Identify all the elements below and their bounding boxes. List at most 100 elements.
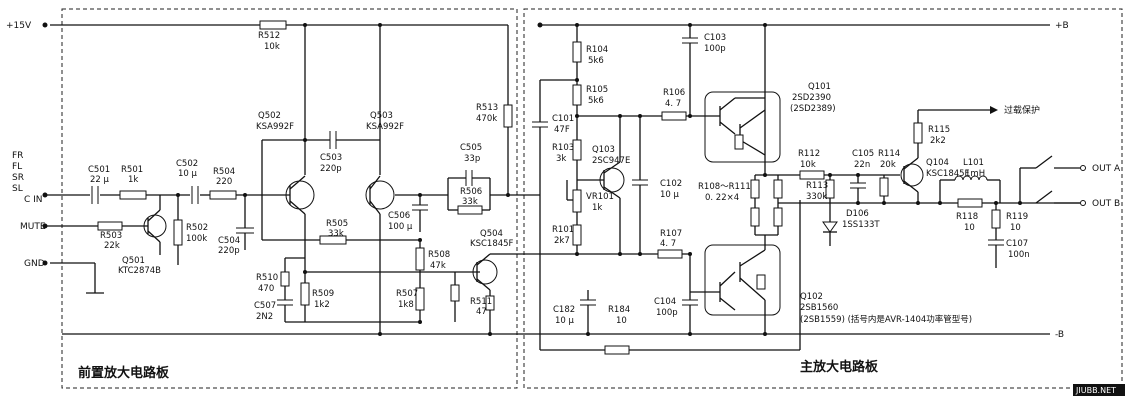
svg-text:470: 470 xyxy=(258,284,274,294)
c-in-label: C IN xyxy=(24,195,43,205)
svg-text:22k: 22k xyxy=(104,241,120,251)
c105-capacitor: C105 22n xyxy=(850,149,874,203)
svg-text:10 μ: 10 μ xyxy=(178,169,198,179)
c101-capacitor: C101 47F xyxy=(532,79,577,350)
svg-text:(2SB1559) (括号内是AVR-1404功率管型号): (2SB1559) (括号内是AVR-1404功率管型号) xyxy=(800,314,972,325)
svg-text:20k: 20k xyxy=(880,160,896,170)
svg-text:KSA992F: KSA992F xyxy=(366,122,404,132)
r115-resistor: R115 2k2 xyxy=(913,110,950,158)
r104-r105-chain: R104 5k6 R105 5k6 xyxy=(572,25,608,140)
svg-text:+B: +B xyxy=(1055,21,1069,31)
svg-text:5k6: 5k6 xyxy=(588,56,604,66)
r511-resistor: R511 47 xyxy=(470,295,495,334)
svg-text:MUTE: MUTE xyxy=(20,222,46,232)
svg-text:33k: 33k xyxy=(328,229,344,239)
r505-resistor: R505 33k xyxy=(319,219,348,245)
svg-text:C107: C107 xyxy=(1006,239,1028,249)
svg-text:2k7: 2k7 xyxy=(554,236,570,246)
svg-text:R503: R503 xyxy=(100,231,122,241)
svg-text:2SB1560: 2SB1560 xyxy=(800,303,838,313)
svg-text:OUT B: OUT B xyxy=(1092,199,1120,209)
svg-text:R119: R119 xyxy=(1006,212,1028,222)
r107-resistor: R107 4. 7 xyxy=(657,229,683,259)
svg-text:-B: -B xyxy=(1055,330,1064,340)
q101-darlington: Q101 2SD2390 (2SD2389) xyxy=(704,25,836,175)
svg-text:R103: R103 xyxy=(552,143,574,153)
svg-text:KSA992F: KSA992F xyxy=(256,122,294,132)
svg-text:C503: C503 xyxy=(320,153,342,163)
r503-resistor: R503 22k xyxy=(97,221,148,251)
svg-text:C507: C507 xyxy=(254,301,276,311)
svg-text:C104: C104 xyxy=(654,297,676,307)
svg-text:VR101: VR101 xyxy=(586,192,614,202)
r112-resistor: R112 10k xyxy=(778,149,880,180)
svg-text:Q101: Q101 xyxy=(808,82,831,92)
svg-text:R105: R105 xyxy=(586,85,608,95)
svg-text:47k: 47k xyxy=(430,261,446,271)
svg-text:R104: R104 xyxy=(586,45,608,55)
svg-text:R504: R504 xyxy=(213,167,235,177)
svg-text:R114: R114 xyxy=(878,149,900,159)
svg-text:C501: C501 xyxy=(88,165,110,175)
svg-text:1SS133T: 1SS133T xyxy=(842,220,880,230)
svg-text:JIUBB.NET: JIUBB.NET xyxy=(1075,386,1116,395)
svg-text:R511: R511 xyxy=(470,297,492,307)
svg-text:R505: R505 xyxy=(326,219,348,229)
r103-resistor: R103 3k xyxy=(552,139,582,180)
out-a-terminal: OUT A xyxy=(1080,164,1121,174)
svg-text:FL: FL xyxy=(12,162,22,172)
overload-protection-output: 过载保护 xyxy=(918,104,1040,116)
svg-text:R106: R106 xyxy=(663,88,685,98)
svg-text:Q503: Q503 xyxy=(370,111,393,121)
q102-darlington: Q102 2SB1560 (2SB1559) (括号内是AVR-1404功率管型… xyxy=(689,235,972,334)
svg-text:Q504: Q504 xyxy=(480,229,503,239)
r101-resistor: R101 2k7 xyxy=(552,224,582,254)
svg-text:0. 22×4: 0. 22×4 xyxy=(705,193,739,203)
svg-text:R513: R513 xyxy=(476,103,498,113)
svg-text:KSC1845F: KSC1845F xyxy=(926,169,970,179)
svg-text:10k: 10k xyxy=(264,42,280,52)
q502-transistor: Q502 KSA992F xyxy=(256,111,315,215)
svg-text:R118: R118 xyxy=(956,212,978,222)
q103-transistor: Q103 2SC947E xyxy=(577,116,630,254)
svg-text:SL: SL xyxy=(12,184,23,194)
svg-text:R112: R112 xyxy=(798,149,820,159)
svg-text:100p: 100p xyxy=(656,308,678,318)
svg-text:SR: SR xyxy=(12,173,24,183)
svg-text:过载保护: 过载保护 xyxy=(1004,104,1040,116)
svg-text:470k: 470k xyxy=(476,114,497,124)
svg-text:R107: R107 xyxy=(660,229,682,239)
svg-text:C506: C506 xyxy=(388,211,410,221)
svg-text:10k: 10k xyxy=(800,160,816,170)
svg-text:(2SD2389): (2SD2389) xyxy=(790,104,836,114)
svg-text:+15V: +15V xyxy=(6,21,32,31)
svg-text:22 μ: 22 μ xyxy=(90,175,110,185)
r512-resistor: R512 10k xyxy=(258,20,287,52)
svg-text:2N2: 2N2 xyxy=(256,312,273,322)
svg-text:33p: 33p xyxy=(464,154,480,164)
svg-text:C504: C504 xyxy=(218,236,240,246)
svg-text:10: 10 xyxy=(964,223,975,233)
output-relay-contacts xyxy=(1019,155,1080,204)
svg-text:R506: R506 xyxy=(460,187,482,197)
l101-inductor: L101 1mH xyxy=(939,158,1001,203)
c501-capacitor: C501 22 μ xyxy=(88,165,110,204)
c503-capacitor: C503 220p xyxy=(320,131,362,174)
q503-transistor: Q503 KSA992F xyxy=(365,111,404,215)
svg-text:C502: C502 xyxy=(176,159,198,169)
junction-dots xyxy=(176,23,1022,336)
c506-capacitor: C506 100 μ xyxy=(388,204,428,232)
diff-pair-wires xyxy=(261,25,421,334)
channel-labels: FR FL SR SL C IN xyxy=(12,151,43,205)
mute-input: MUTE xyxy=(20,222,98,232)
svg-text:KTC2874B: KTC2874B xyxy=(118,266,161,276)
q504-transistor: Q504 KSC1845F xyxy=(450,229,514,322)
svg-text:5k6: 5k6 xyxy=(588,96,604,106)
svg-text:Q102: Q102 xyxy=(800,292,823,302)
svg-text:2SC947E: 2SC947E xyxy=(592,156,630,166)
svg-text:1k2: 1k2 xyxy=(314,300,330,310)
svg-text:10: 10 xyxy=(1010,223,1021,233)
svg-text:10: 10 xyxy=(616,316,627,326)
svg-text:R184: R184 xyxy=(608,305,630,315)
r504-resistor: R504 220 xyxy=(209,167,237,200)
